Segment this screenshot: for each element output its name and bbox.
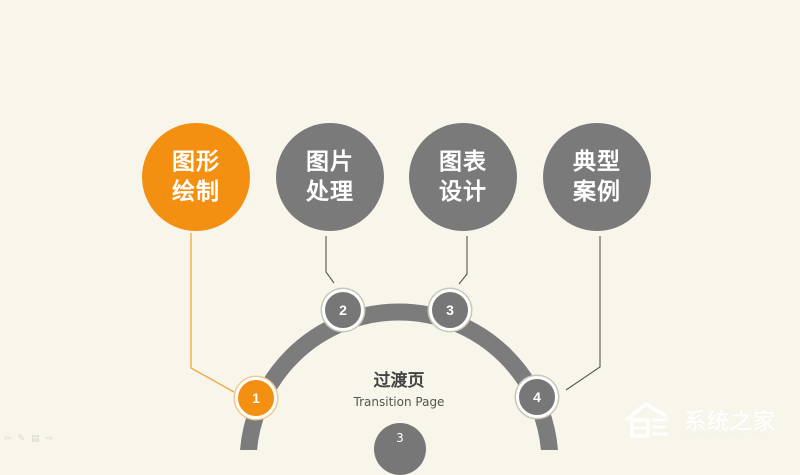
watermark-text: 系统之家 bbox=[684, 410, 777, 435]
topic-label-line1: 图片 bbox=[306, 149, 354, 175]
step-node-2[interactable]: 2 bbox=[322, 289, 364, 331]
step-node-1[interactable]: 1 bbox=[235, 377, 277, 419]
connector-2 bbox=[325, 236, 335, 284]
step-node-4[interactable]: 4 bbox=[516, 376, 558, 418]
topic-label-line2: 设计 bbox=[439, 179, 487, 205]
next-arrow-icon[interactable]: ⇨ bbox=[45, 434, 54, 444]
section-title: 过渡页 bbox=[373, 371, 425, 391]
connector-1 bbox=[190, 233, 235, 393]
watermark-subtext: XITONGZHIJIA.NET bbox=[684, 430, 765, 438]
watermark: 系统之家 XITONGZHIJIA.NET bbox=[622, 400, 776, 440]
diagram-lines bbox=[190, 233, 601, 450]
menu-icon[interactable]: ▤ bbox=[31, 434, 40, 444]
topic-case-studies[interactable]: 典型 案例 bbox=[543, 123, 651, 231]
topic-graphic-drawing[interactable]: 图形 绘制 bbox=[142, 123, 250, 231]
step-number: 4 bbox=[533, 389, 541, 405]
topic-label-line2: 案例 bbox=[573, 179, 621, 205]
connector-4 bbox=[565, 236, 601, 391]
progress-arc bbox=[240, 303, 558, 450]
step-number: 3 bbox=[446, 302, 454, 318]
connector-3 bbox=[458, 236, 468, 285]
topic-label-line1: 典型 bbox=[573, 149, 621, 175]
step-node-3[interactable]: 3 bbox=[429, 289, 471, 331]
topic-label-line1: 图形 bbox=[172, 149, 220, 175]
slideshow-controls: ⇦ ✎ ▤ ⇨ bbox=[4, 434, 53, 444]
page-number-badge: 3 bbox=[374, 423, 426, 475]
pen-icon[interactable]: ✎ bbox=[17, 434, 26, 444]
topic-image-processing[interactable]: 图片 处理 bbox=[276, 123, 384, 231]
topic-label-line2: 处理 bbox=[306, 179, 354, 205]
prev-arrow-icon[interactable]: ⇦ bbox=[4, 434, 12, 444]
topic-label-line2: 绘制 bbox=[172, 179, 220, 205]
page-number: 3 bbox=[396, 431, 404, 445]
topic-label-line1: 图表 bbox=[439, 149, 487, 175]
section-subtitle: Transition Page bbox=[353, 395, 445, 409]
topic-chart-design[interactable]: 图表 设计 bbox=[409, 123, 517, 231]
slide: 图形 绘制 图片 处理 图表 设计 典型 案例 1 2 3 4 过渡页 Tran… bbox=[4, 123, 776, 475]
house-logo-icon bbox=[624, 401, 668, 438]
step-number: 2 bbox=[339, 302, 347, 318]
step-number: 1 bbox=[252, 390, 260, 406]
